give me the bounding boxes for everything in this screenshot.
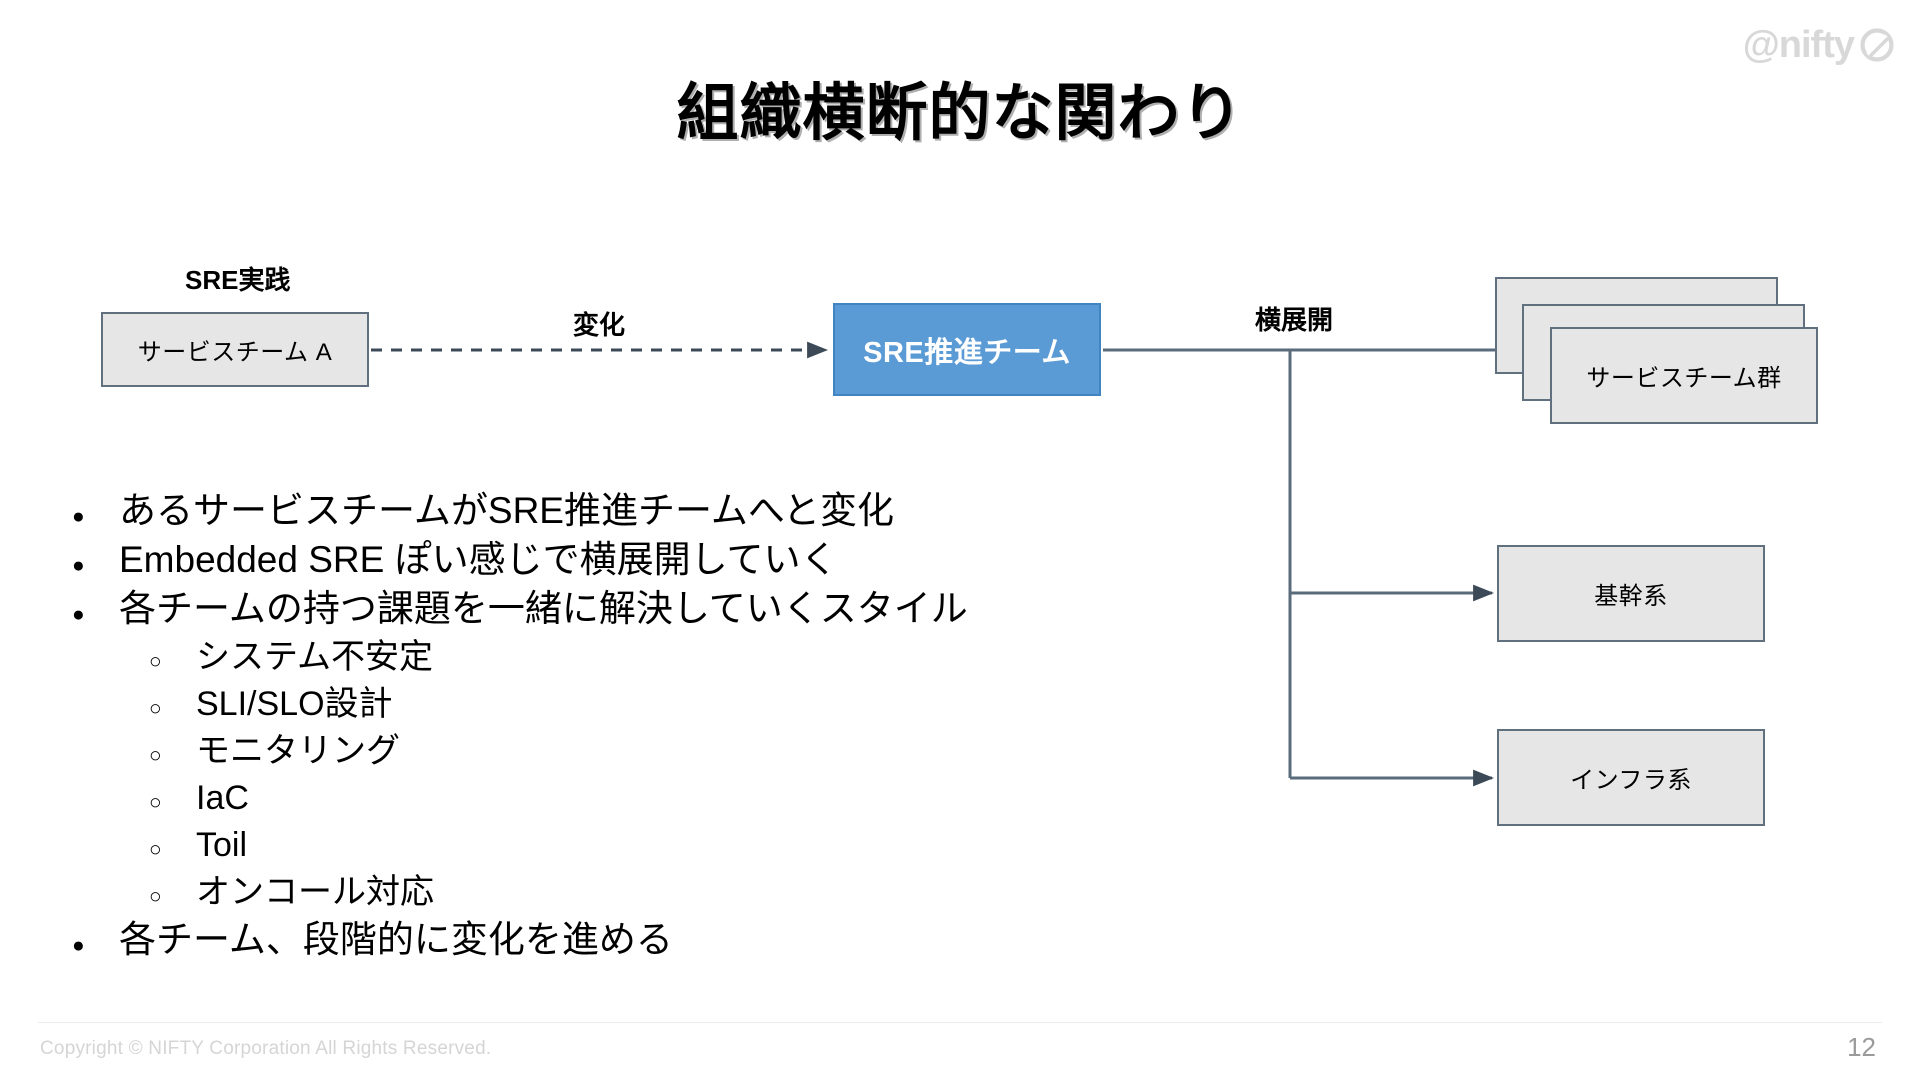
bullet-disc-icon (72, 935, 119, 956)
node-sre-promotion-team: SRE推進チーム (833, 303, 1101, 396)
node-service-team-a: サービスチーム A (101, 312, 369, 387)
list-item: IaC (72, 775, 1172, 821)
node-service-team-group: サービスチーム群 (1550, 327, 1818, 424)
bullet-disc-icon (72, 555, 119, 576)
bullet-disc-icon (72, 604, 119, 625)
bullet-disc-icon (72, 506, 119, 527)
bullet-circle-icon (149, 792, 196, 813)
list-item-label: モニタリング (196, 732, 400, 770)
node-infrastructure: インフラ系 (1497, 729, 1765, 826)
bullet-circle-icon (149, 698, 196, 719)
list-item: システム不安定 (72, 634, 1172, 680)
bullet-circle-icon (149, 651, 196, 672)
list-item-label: あるサービスチームがSRE推進チームへと変化 (119, 490, 895, 531)
footer-divider (38, 1022, 1882, 1023)
footer-copyright: Copyright © NIFTY Corporation All Rights… (40, 1038, 492, 1059)
node-core-systems: 基幹系 (1497, 545, 1765, 642)
list-item: オンコール対応 (72, 869, 1172, 915)
bullet-list: あるサービスチームがSRE推進チームへと変化 Embedded SRE ぽい感じ… (72, 487, 1172, 965)
nifty-swirl-mark-icon (1860, 28, 1894, 62)
bullet-circle-icon (149, 745, 196, 766)
list-item-label: システム不安定 (196, 638, 433, 676)
list-item-label: Toil (196, 826, 248, 864)
list-item: 各チームの持つ課題を一緒に解決していくスタイル (72, 585, 1172, 633)
list-item: SLI/SLO設計 (72, 681, 1172, 727)
list-item: 各チーム、段階的に変化を進める (72, 916, 1172, 964)
bullet-circle-icon (149, 886, 196, 907)
bullet-circle-icon (149, 839, 196, 860)
list-item: Embedded SRE ぽい感じで横展開していく (72, 536, 1172, 584)
nifty-logo: @nifty (1743, 26, 1894, 64)
logo-text: @nifty (1742, 24, 1855, 66)
list-item-label: Embedded SRE ぽい感じで横展開していく (119, 539, 838, 580)
list-item-label: IaC (196, 779, 249, 817)
label-change: 変化 (573, 310, 626, 340)
list-item-label: 各チームの持つ課題を一緒に解決していくスタイル (119, 588, 968, 629)
list-item-label: SLI/SLO設計 (196, 685, 393, 723)
label-sre-practice: SRE実践 (185, 265, 291, 295)
list-item-label: オンコール対応 (196, 873, 434, 911)
list-item-label: 各チーム、段階的に変化を進める (119, 919, 673, 960)
page-number: 12 (1847, 1032, 1876, 1062)
list-item: Toil (72, 822, 1172, 868)
list-item: モニタリング (72, 728, 1172, 774)
list-item: あるサービスチームがSRE推進チームへと変化 (72, 487, 1172, 535)
label-horizontal-rollout: 横展開 (1255, 305, 1334, 335)
slide-title: 組織横断的な関わり (676, 79, 1244, 148)
